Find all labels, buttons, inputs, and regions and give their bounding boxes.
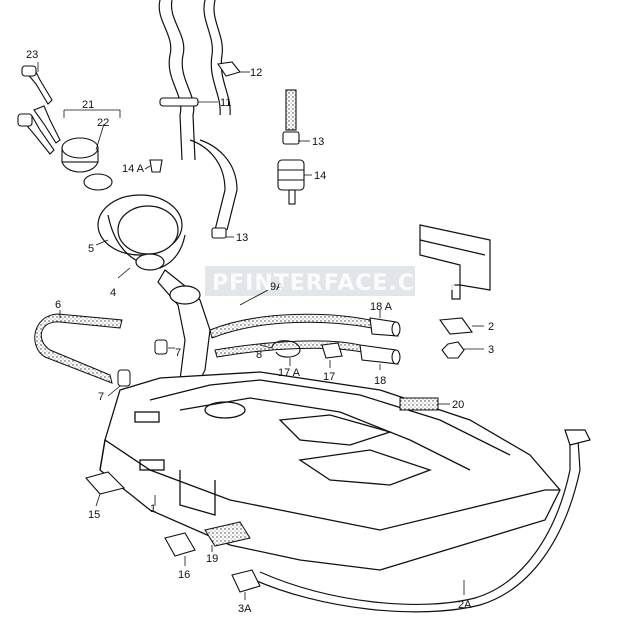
fuel-tank (99, 371, 561, 571)
clip-13-upper (211, 227, 227, 239)
callout-6: 6 (55, 299, 61, 311)
clip-14a (149, 159, 163, 173)
vent-hose-assembly (158, 0, 238, 231)
callout-23: 23 (26, 49, 38, 61)
callout-16: 16 (178, 569, 190, 581)
clip-12 (217, 61, 241, 77)
callout-19: 19 (206, 553, 218, 565)
clip-17 (321, 342, 343, 359)
watermark-band (205, 266, 415, 296)
vent-hose-9a (209, 313, 373, 358)
callout-1: 1 (150, 503, 156, 515)
keys (17, 65, 61, 155)
callout-18a: 18 A (370, 301, 393, 313)
fuel-filter (277, 89, 305, 205)
clip-17a (271, 340, 301, 358)
callout-11: 11 (220, 97, 231, 109)
pad-19 (204, 521, 251, 547)
callout-4: 4 (110, 287, 116, 299)
clamp-2 (438, 317, 474, 335)
callout-17: 17 (323, 371, 335, 383)
callout-12: 12 (250, 67, 262, 79)
callout-5: 5 (88, 243, 94, 255)
pad-20 (399, 397, 439, 411)
nut-3a (231, 569, 261, 593)
leader-lines (37, 62, 484, 600)
callout-2: 2 (488, 321, 494, 333)
callout-2a: 2A (458, 599, 472, 611)
clip-16 (164, 532, 196, 557)
callout-17a: 17 A (278, 367, 301, 379)
filler-pipe (157, 269, 211, 381)
callout-9a: 9A (270, 281, 284, 293)
callout-13-lower: 13 (236, 232, 248, 244)
callout-7-upper: 7 (175, 347, 181, 359)
clip-11 (159, 97, 199, 107)
hose-18a (369, 317, 401, 337)
hose-18 (359, 344, 401, 365)
filler-neck-housing (97, 194, 186, 271)
tank-strap (249, 429, 591, 613)
clip-15 (85, 471, 126, 495)
callout-8: 8 (256, 349, 262, 361)
callout-18: 18 (374, 375, 386, 387)
nut-3 (441, 341, 465, 359)
callout-labels: 23 21 22 12 11 13 14 14 A 13 5 4 6 9A 18… (26, 49, 494, 615)
body-bracket (419, 224, 491, 300)
callout-20: 20 (452, 399, 464, 411)
return-hose (34, 313, 123, 384)
callout-3: 3 (488, 344, 494, 356)
filler-cap (61, 137, 113, 191)
hose-7 (117, 339, 168, 387)
callout-21: 21 (82, 99, 94, 111)
callout-14a: 14 A (122, 163, 145, 175)
callout-14: 14 (314, 170, 326, 182)
callout-7-lower: 7 (98, 391, 104, 403)
watermark-text: PFINTERFACE.COM (212, 271, 458, 296)
callout-15: 15 (88, 509, 100, 521)
callout-22: 22 (97, 117, 109, 129)
callout-3a: 3A (238, 603, 252, 615)
callout-13-upper: 13 (312, 136, 324, 148)
